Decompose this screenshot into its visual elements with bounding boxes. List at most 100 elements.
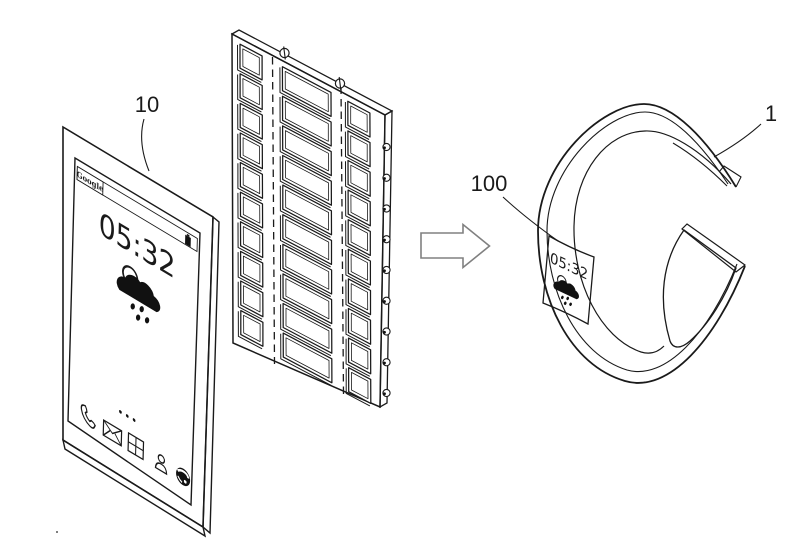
side-screw-head — [383, 207, 386, 211]
panel-cell — [347, 367, 372, 405]
panel-cell — [240, 280, 264, 318]
panel-cell — [347, 219, 371, 257]
panel-cell-bevel — [350, 194, 368, 222]
panel-cell-bevel — [350, 135, 368, 163]
cell-thickness-line — [237, 133, 262, 172]
side-screw-head — [383, 330, 386, 334]
panel-cell — [239, 161, 264, 199]
cell-thickness-line — [345, 220, 370, 259]
side-screw-head — [383, 392, 386, 396]
panel-cell — [281, 125, 332, 177]
side-screw-head — [383, 361, 386, 365]
panel-cell-bevel — [350, 105, 368, 133]
cell-thickness-line — [280, 245, 332, 297]
cell-thickness-line — [237, 163, 262, 202]
panel-cell — [282, 332, 333, 384]
apps-grid-icon[interactable] — [127, 431, 145, 461]
smartphone: Google 05:32 — [56, 125, 220, 538]
cell-thickness-line — [279, 67, 331, 120]
battery-icon — [185, 233, 191, 248]
cell-thickness-line — [237, 222, 263, 261]
cell-thickness-line — [237, 44, 262, 83]
cell-thickness-line — [345, 190, 370, 229]
panel-cell-bevel — [285, 278, 330, 320]
panel-cell-bevel — [243, 255, 261, 283]
panel-cell-bevel — [242, 226, 261, 254]
cell-thickness-line — [344, 102, 370, 140]
cell-thickness-line — [237, 281, 263, 320]
panel-cell-bevel — [285, 159, 329, 201]
cell-thickness-line — [344, 131, 370, 170]
cell-thickness-line — [345, 279, 370, 318]
cell-thickness-line — [279, 126, 331, 179]
panel-cell-bevel — [242, 78, 260, 106]
mail-icon[interactable] — [102, 419, 123, 447]
phone-call-icon[interactable] — [80, 404, 96, 430]
browser-icon[interactable] — [176, 464, 191, 489]
phone-ref-leader — [141, 118, 150, 172]
panel-cell — [347, 248, 372, 286]
cell-thickness-line — [237, 74, 262, 113]
cell-thickness-line — [237, 192, 262, 231]
panel-cell — [282, 214, 333, 266]
band-ref-label: 1 — [765, 101, 777, 126]
band-body-fill — [538, 104, 745, 383]
cell-thickness-line — [280, 274, 332, 327]
panel-cell — [282, 243, 333, 295]
panel-cell-bevel — [350, 253, 368, 281]
panel-cell-bevel — [350, 312, 369, 340]
side-screw-head — [383, 177, 386, 180]
panel-cell-bevel — [350, 164, 368, 192]
band-rim-line — [546, 111, 738, 373]
panel-front-face — [231, 32, 386, 409]
panel-cell — [239, 73, 263, 111]
cell-thickness-line — [345, 161, 370, 200]
side-screw-head — [383, 146, 386, 150]
cell-array — [237, 43, 372, 407]
panel-cell-bevel — [243, 314, 261, 342]
panel-cell — [239, 221, 264, 259]
search-logo-box — [76, 165, 104, 196]
band-hole-edge — [573, 130, 732, 354]
fold-line — [271, 56, 276, 365]
panel-cell-bevel — [285, 307, 330, 349]
phone-screen — [67, 156, 201, 507]
band-outer-edge — [537, 103, 746, 384]
panel-cell-bevel — [242, 107, 260, 135]
cell-thickness-line — [345, 309, 370, 348]
panel-cell — [347, 278, 372, 316]
flexible-cell-panel — [230, 29, 394, 409]
stray-mark — [56, 531, 58, 533]
panel-cell — [282, 154, 333, 206]
panel-cell — [347, 100, 371, 138]
band-upper-tip — [718, 165, 742, 188]
panel-cell — [347, 159, 371, 197]
panel-cell — [347, 130, 371, 168]
panel-cell-bevel — [285, 248, 330, 290]
cell-thickness-line — [280, 304, 332, 357]
panel-cell — [347, 337, 372, 375]
fold-line — [340, 86, 345, 395]
cell-thickness-line — [237, 311, 263, 350]
contacts-icon[interactable] — [154, 452, 168, 476]
panel-cell — [281, 66, 332, 118]
page-indicator-dots — [119, 410, 136, 422]
band-lower-tip — [681, 223, 747, 273]
panel-cell-bevel — [242, 196, 261, 224]
panel-cell — [347, 307, 372, 345]
panel-cell-bevel — [285, 337, 330, 379]
panel-cell-bevel — [285, 130, 329, 172]
panel-cell — [239, 191, 264, 229]
panel-cell — [282, 302, 333, 354]
cell-thickness-line — [345, 249, 370, 288]
band-display — [542, 234, 595, 326]
panel-cell — [282, 273, 333, 325]
cell-thickness-line — [237, 252, 263, 291]
wrist-band: 05:32 — [537, 103, 747, 384]
band-inner-sliver-line — [672, 142, 728, 187]
cell-thickness-line — [279, 156, 331, 209]
panel-cell — [281, 95, 332, 147]
panel-cell-bevel — [284, 71, 329, 113]
